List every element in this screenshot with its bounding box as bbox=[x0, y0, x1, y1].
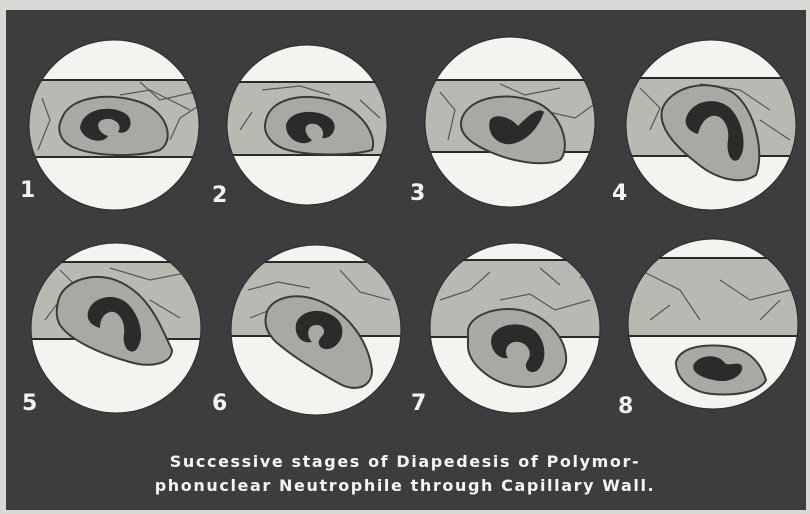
stage-number-7: 7 bbox=[411, 393, 426, 415]
caption-line-2: phonuclear Neutrophile through Capillary… bbox=[0, 476, 810, 495]
stage-3-diagram bbox=[420, 37, 610, 207]
stage-number-4: 4 bbox=[612, 183, 627, 205]
capillary-wall bbox=[620, 258, 810, 336]
stage-number-8: 8 bbox=[618, 396, 633, 418]
stage-5-diagram bbox=[25, 243, 215, 413]
stage-1-diagram bbox=[20, 40, 210, 210]
stage-number-6: 6 bbox=[212, 393, 227, 415]
stage-2-diagram bbox=[220, 45, 400, 205]
stage-6-diagram bbox=[225, 245, 415, 415]
stage-4-diagram bbox=[620, 40, 810, 210]
caption-line-1: Successive stages of Diapedesis of Polym… bbox=[0, 452, 810, 471]
stage-7-diagram bbox=[425, 243, 615, 413]
stage-8-diagram bbox=[620, 239, 810, 409]
stage-number-2: 2 bbox=[212, 185, 227, 207]
stage-number-5: 5 bbox=[22, 393, 37, 415]
stage-number-1: 1 bbox=[20, 180, 35, 202]
stage-number-3: 3 bbox=[410, 183, 425, 205]
